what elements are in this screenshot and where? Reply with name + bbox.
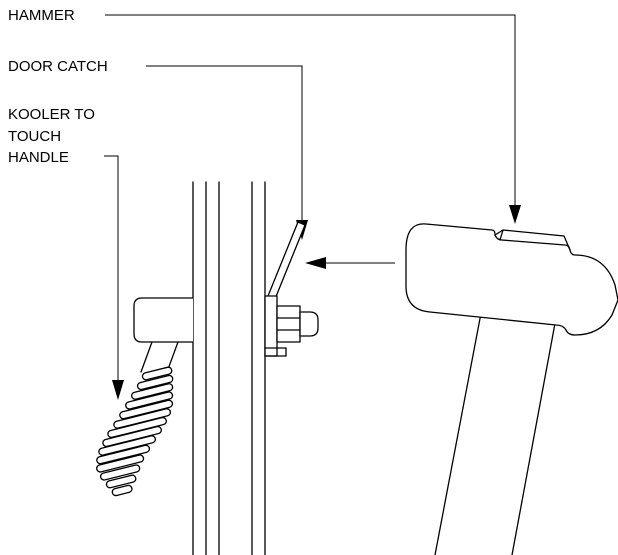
door-catch-bracket (264, 295, 278, 357)
kooler-handle-leader-arrowhead (112, 380, 124, 400)
kooler-handle (96, 297, 193, 497)
door-catch-leader (146, 65, 308, 240)
hammer-leader-arrowhead (509, 205, 521, 224)
hammer (405, 223, 618, 555)
door-catch-label: DOOR CATCH (8, 58, 108, 75)
hammer-leader (105, 14, 521, 224)
kooler-label-line3: HANDLE (8, 149, 69, 166)
strike-arrow-head (305, 257, 326, 269)
hammer-label: HAMMER (8, 7, 75, 24)
door-catch-tab (267, 221, 306, 300)
handle-block (133, 297, 193, 343)
kooler-label-line1: KOOLER TO (8, 106, 95, 123)
bolt-nut (276, 305, 301, 343)
bolt-end (299, 311, 319, 337)
door-panel (192, 181, 266, 555)
hammer-handle (434, 307, 557, 555)
handle-spring (96, 366, 174, 497)
hammer-head (405, 223, 618, 336)
kooler-label-line2: TOUCH (8, 128, 61, 145)
strike-arrow (305, 257, 395, 269)
kooler-handle-leader (104, 155, 124, 400)
door-catch-assembly (264, 221, 319, 357)
